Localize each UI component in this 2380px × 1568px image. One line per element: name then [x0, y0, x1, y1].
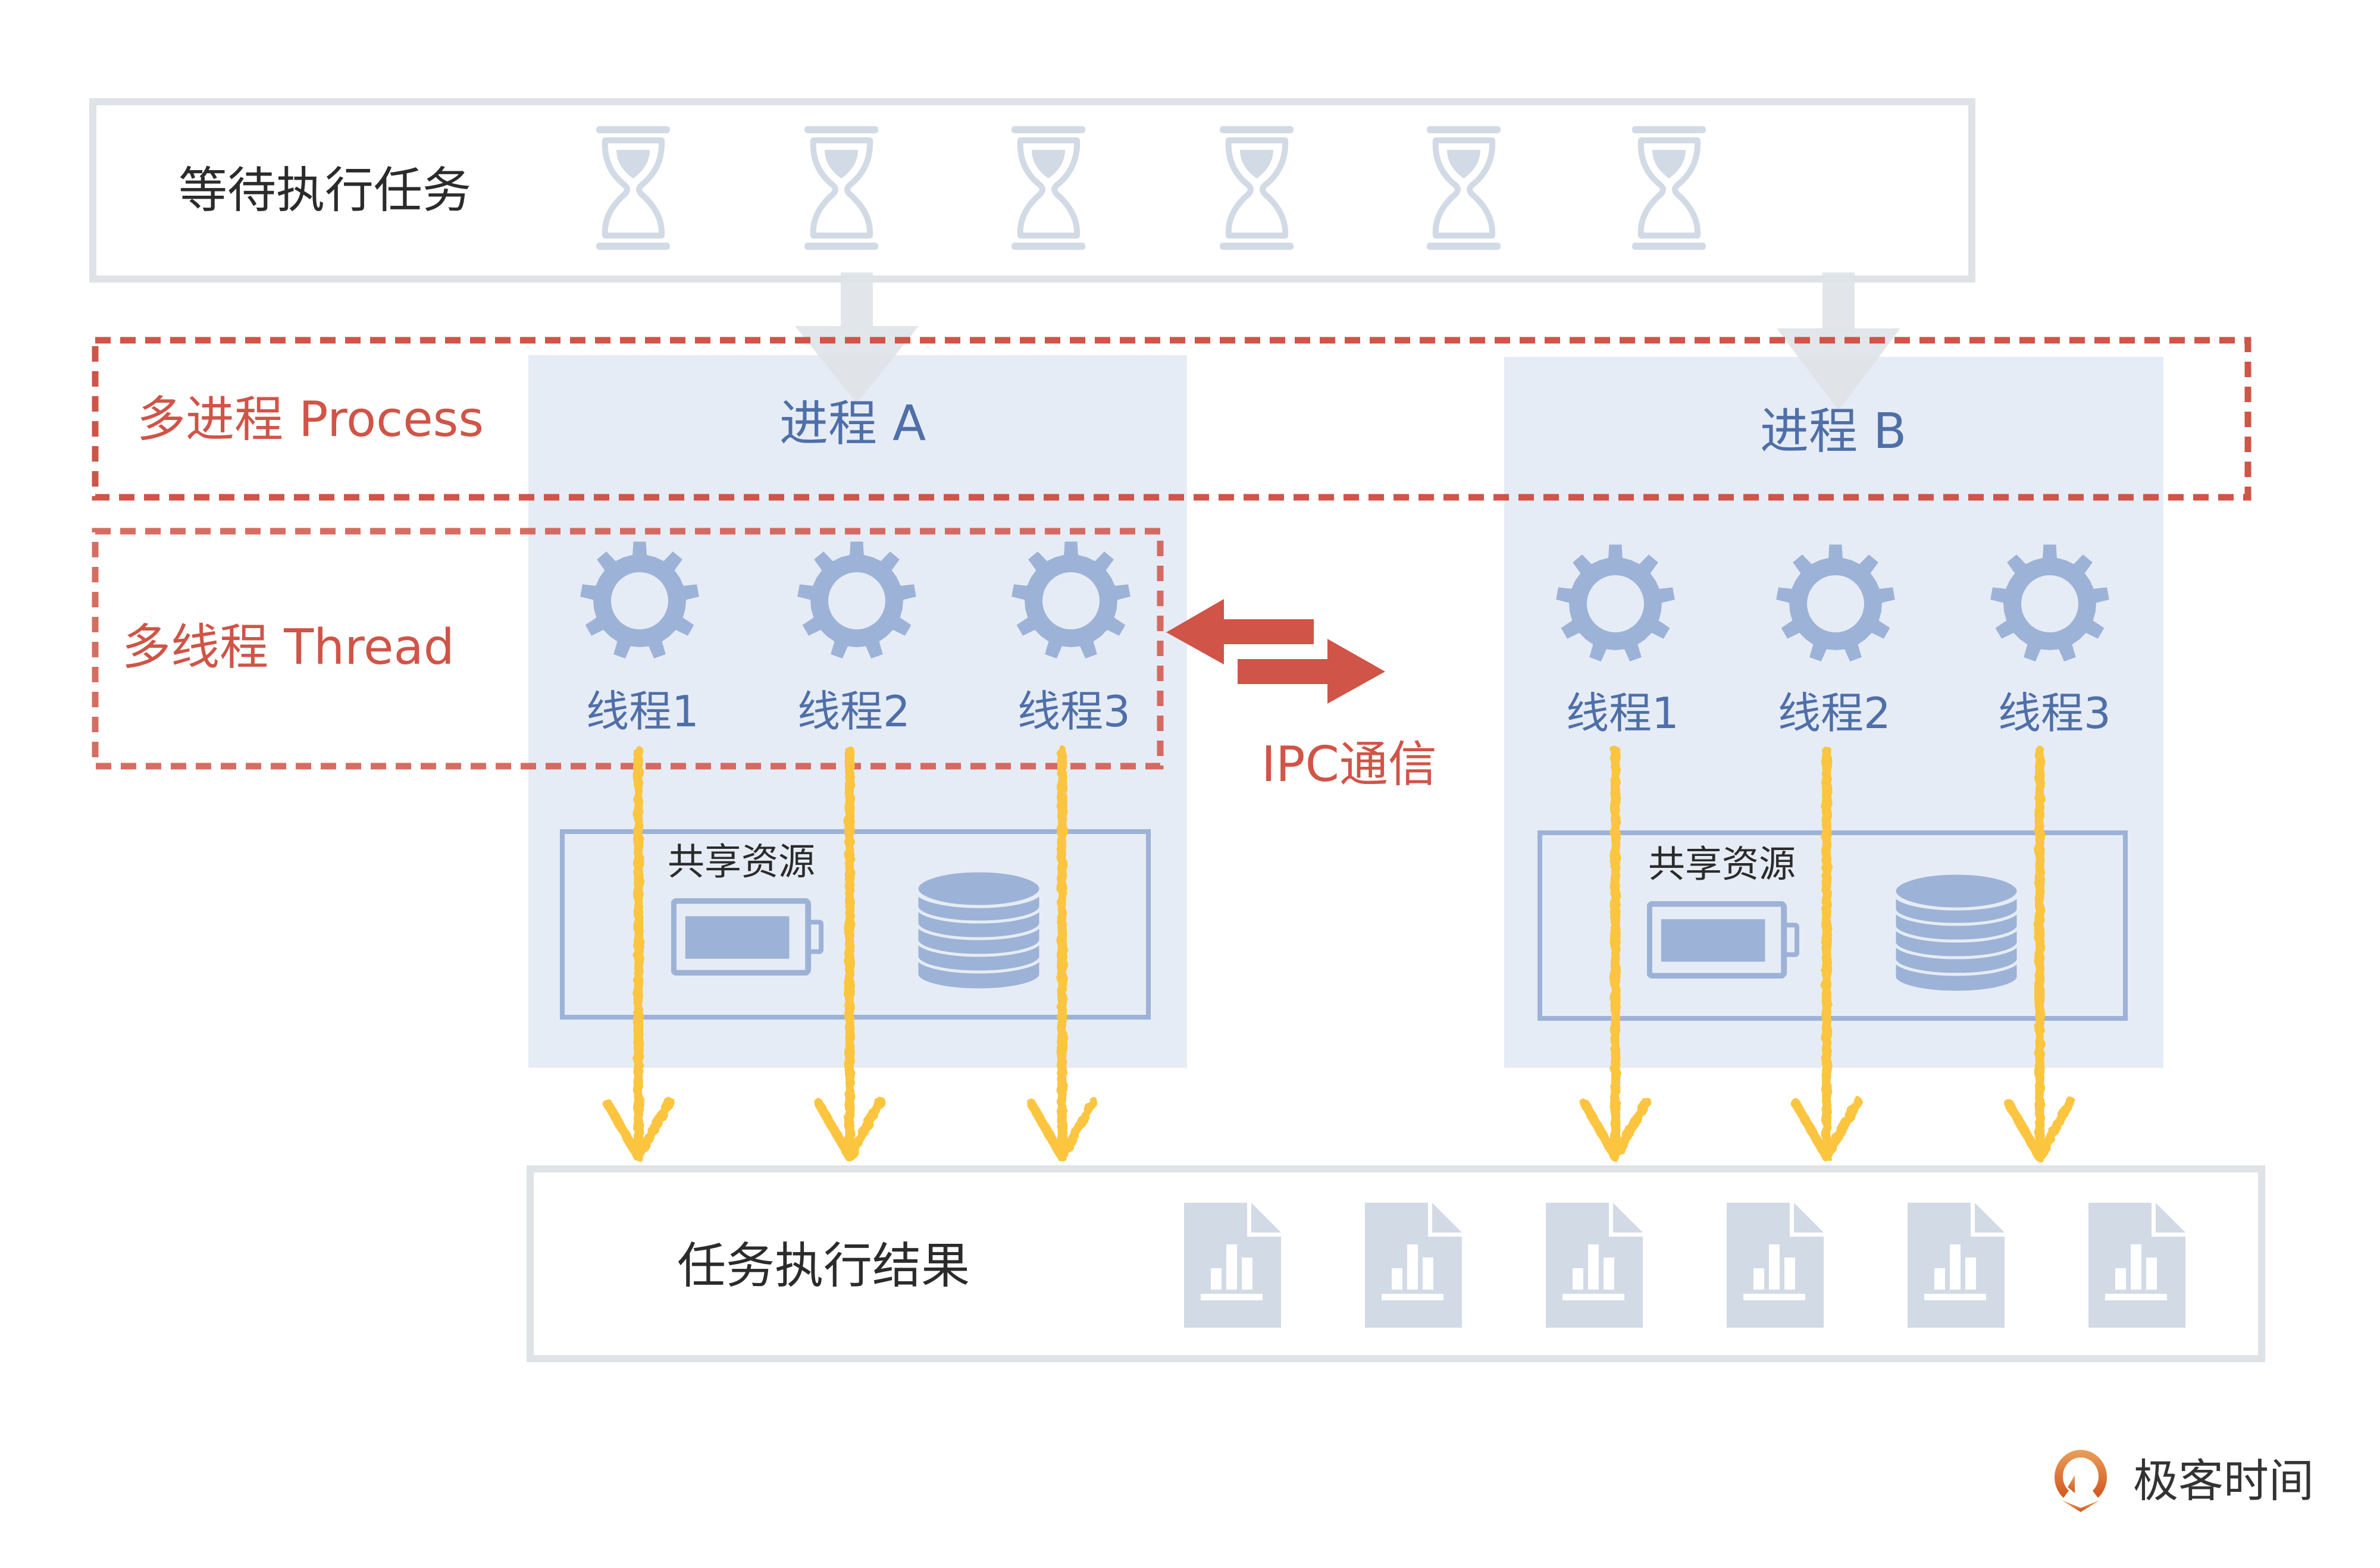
dispatch-arrow-b	[1777, 272, 1900, 410]
chart-document-icon	[1908, 1203, 2005, 1328]
thread-flow-arrow	[814, 746, 885, 1162]
multi-process-group-outline	[92, 337, 2251, 501]
thread-label: 线程1	[1566, 688, 1679, 738]
ipc-arrows-icon	[1166, 599, 1385, 704]
multi-process-label: 多进程 Process	[137, 391, 484, 448]
ipc-arrow-right	[1238, 639, 1385, 704]
chart-document-icon	[2088, 1203, 2185, 1328]
ipc-arrow-left	[1166, 599, 1314, 664]
thread-label: 线程3	[1998, 688, 2111, 738]
chart-document-icon	[1546, 1203, 1643, 1328]
chart-document-icon	[1184, 1203, 1281, 1328]
thread-flow-arrow	[1580, 746, 1651, 1162]
geektime-logo-icon	[2055, 1450, 2107, 1512]
thread-flow-arrow	[1791, 746, 1862, 1162]
brand-name: 极客时间	[2133, 1454, 2314, 1507]
process-a-title: 进程 A	[779, 396, 926, 452]
ipc-label: IPC通信	[1261, 736, 1437, 793]
thread-flow-arrows	[603, 746, 2075, 1162]
database-icon	[1894, 873, 2018, 992]
chart-document-icon	[1365, 1203, 1462, 1328]
thread-label: 线程1	[586, 686, 699, 736]
database-icon	[917, 871, 1041, 990]
chart-document-icon	[1727, 1203, 1824, 1328]
thread-label: 线程3	[1017, 686, 1130, 736]
thread-label: 线程2	[797, 686, 910, 736]
results-label: 任务执行结果	[677, 1238, 970, 1294]
multi-thread-label: 多线程 Thread	[122, 619, 455, 676]
thread-flow-arrow	[1026, 746, 1098, 1162]
shared-resources-box-b	[1537, 830, 2128, 1021]
process-b-title: 进程 B	[1760, 403, 1907, 460]
shared-resources-label: 共享资源	[668, 840, 816, 883]
thread-label: 线程2	[1778, 688, 1891, 738]
shared-resources-label: 共享资源	[1648, 842, 1796, 886]
thread-flow-arrow	[2004, 746, 2075, 1162]
shared-resources-box-a	[560, 829, 1151, 1020]
multi-thread-group-outline	[92, 528, 1164, 770]
waiting-tasks-label: 等待执行任务	[178, 162, 472, 219]
thread-flow-arrow	[603, 746, 674, 1162]
dispatch-arrow-a	[795, 272, 919, 403]
